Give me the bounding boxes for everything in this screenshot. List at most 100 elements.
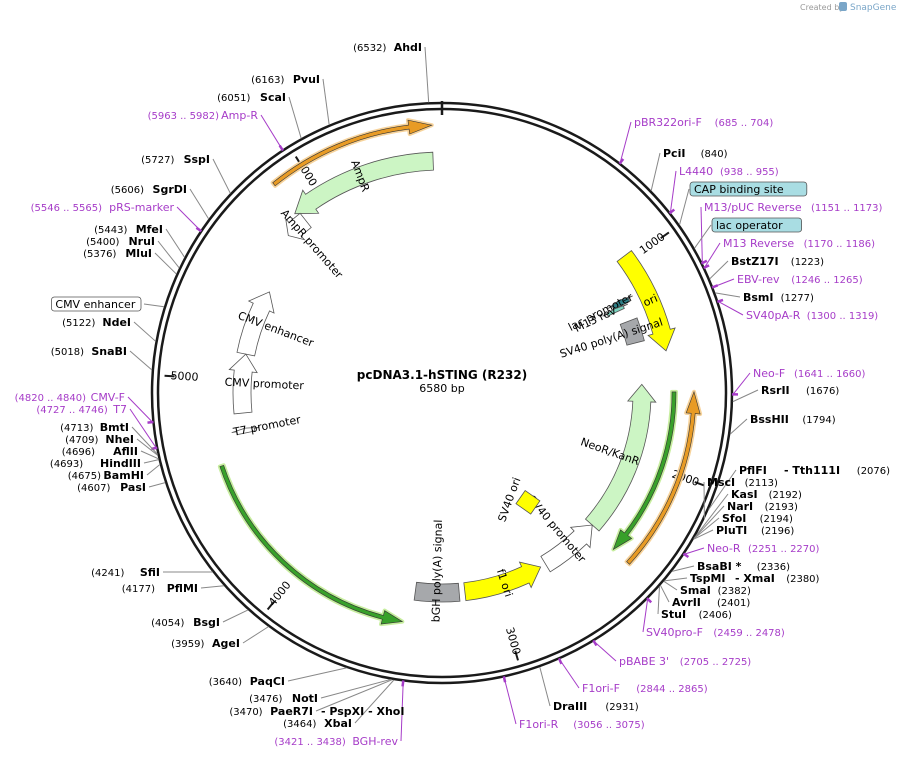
enzyme-label: NarI <box>727 500 753 513</box>
site-position: (2196) <box>761 526 794 537</box>
scale-tick-mark <box>266 601 275 611</box>
enzyme-label: SgrDI <box>153 183 187 196</box>
scale-tick-label: 4000 <box>266 579 294 609</box>
leader-line <box>143 459 159 464</box>
primer-site-mark <box>147 420 154 424</box>
cmv-promoter-feature-label: CMV promoter <box>224 376 304 393</box>
enzyme-label: XbaI <box>324 717 352 730</box>
plasmid-length: 6580 bp <box>419 382 464 395</box>
site-position: (6051) <box>217 93 250 104</box>
site-position: (6532) <box>353 43 386 54</box>
leader-line <box>157 240 180 269</box>
feature-tag-label: CMV enhancer <box>55 298 135 311</box>
site-position: (1641 .. 1660) <box>794 369 866 380</box>
leader-line <box>148 482 166 488</box>
site-position: (938 .. 955) <box>720 167 779 178</box>
leader-line <box>693 529 714 540</box>
primer-label: EBV-rev <box>737 273 780 286</box>
leader-line <box>700 206 703 264</box>
enzyme-label-extra: - Tth111I <box>784 464 840 477</box>
primer-site-mark <box>682 552 690 559</box>
site-position: (3056 .. 3075) <box>573 720 645 731</box>
primer-site-mark <box>557 657 563 665</box>
primer-label: SV40pA-R <box>746 309 801 322</box>
leader-line <box>671 565 695 572</box>
site-position: (4177) <box>122 584 155 595</box>
site-position: (3959) <box>171 639 204 650</box>
site-position: (4693) <box>50 459 83 470</box>
leader-line <box>729 418 748 435</box>
ampr-promoter-feature <box>285 212 312 241</box>
primer-label: M13 Reverse <box>723 237 794 250</box>
leader-line <box>619 121 632 164</box>
snapgene-logo-icon <box>839 2 847 11</box>
sv40-promoter-feature <box>540 524 593 573</box>
enzyme-label-extra: - PspXI - XhoI <box>321 705 404 718</box>
primer-label: pBABE 3' <box>619 655 669 668</box>
leader-line <box>242 626 269 644</box>
primer-label: F1ori-R <box>519 718 559 731</box>
bgh-poly-a-signal-feature <box>413 581 461 603</box>
site-labels: pBR322ori-F(685 .. 704)PciI(840)L4440(93… <box>15 41 891 748</box>
site-position: (5606) <box>111 185 144 196</box>
enzyme-label: AflII <box>113 445 138 458</box>
leader-line <box>154 252 177 275</box>
sv40-ori-feature <box>515 490 541 515</box>
primer-site-mark <box>278 144 284 152</box>
site-position: (2705 .. 2725) <box>680 657 752 668</box>
enzyme-label: MscI <box>707 476 735 489</box>
site-position: (6163) <box>251 75 284 86</box>
ampr-feature <box>294 151 434 215</box>
primer-label: M13/pUC Reverse <box>704 201 802 214</box>
cmv-enhancer-feature <box>236 291 275 357</box>
leader-line <box>200 585 225 589</box>
leader-line <box>129 408 157 449</box>
enzyme-label: TspMI <box>690 572 726 585</box>
primer-label: F1ori-F <box>582 682 620 695</box>
bgh-poly-a-signal-feature-label: bGH poly(A) signal <box>430 519 445 622</box>
site-position: (5400) <box>86 237 119 248</box>
leader-line <box>143 303 165 308</box>
enzyme-label: PflFI <box>739 464 767 477</box>
leader-line <box>315 679 393 712</box>
enzyme-label: ScaI <box>260 91 286 104</box>
scale-tick-label: 1000 <box>637 230 667 257</box>
leader-line <box>732 389 759 403</box>
neor-kanr-feature <box>584 383 657 532</box>
primer-site-mark <box>618 158 625 165</box>
leader-line <box>708 469 737 510</box>
leader-line <box>288 96 302 139</box>
site-position: (840) <box>701 149 728 160</box>
created-by-text: Created by <box>800 3 844 12</box>
site-position: (2336) <box>757 562 790 573</box>
enzyme-label: RsrII <box>761 384 790 397</box>
primer-label: BGH-rev <box>352 735 398 748</box>
enzyme-label: SspI <box>184 153 210 166</box>
scale-tick-label: 3000 <box>503 626 523 656</box>
leader-line <box>704 242 721 268</box>
ori-feature-label: ori <box>641 292 659 310</box>
site-position: (1676) <box>806 386 839 397</box>
leader-line <box>732 372 751 395</box>
site-position: (1794) <box>802 415 835 426</box>
ampr-promoter-feature-label: AmpR promoter <box>278 207 346 282</box>
amp-orf-arrow-core <box>272 119 433 187</box>
site-position: (1151 .. 1173) <box>811 203 883 214</box>
leader-line <box>679 188 690 226</box>
enzyme-label: SnaBI <box>91 345 127 358</box>
neo-orf-arrow-core <box>626 390 701 565</box>
leader-line <box>127 396 153 423</box>
primer-site-mark <box>711 284 719 289</box>
enzyme-label: MluI <box>125 247 152 260</box>
site-position: (5963 .. 5982) <box>148 111 220 122</box>
enzyme-label: AvrII <box>672 596 701 609</box>
enzyme-label: PvuI <box>293 73 320 86</box>
site-position: (4696) <box>62 447 95 458</box>
leader-line <box>663 580 678 591</box>
site-position: (5727) <box>141 155 174 166</box>
site-position: (5546 .. 5565) <box>31 203 103 214</box>
leader-line <box>146 464 161 476</box>
site-position: (2192) <box>769 490 802 501</box>
primer-label: L4440 <box>679 165 713 178</box>
site-position: (2251 .. 2270) <box>748 544 820 555</box>
